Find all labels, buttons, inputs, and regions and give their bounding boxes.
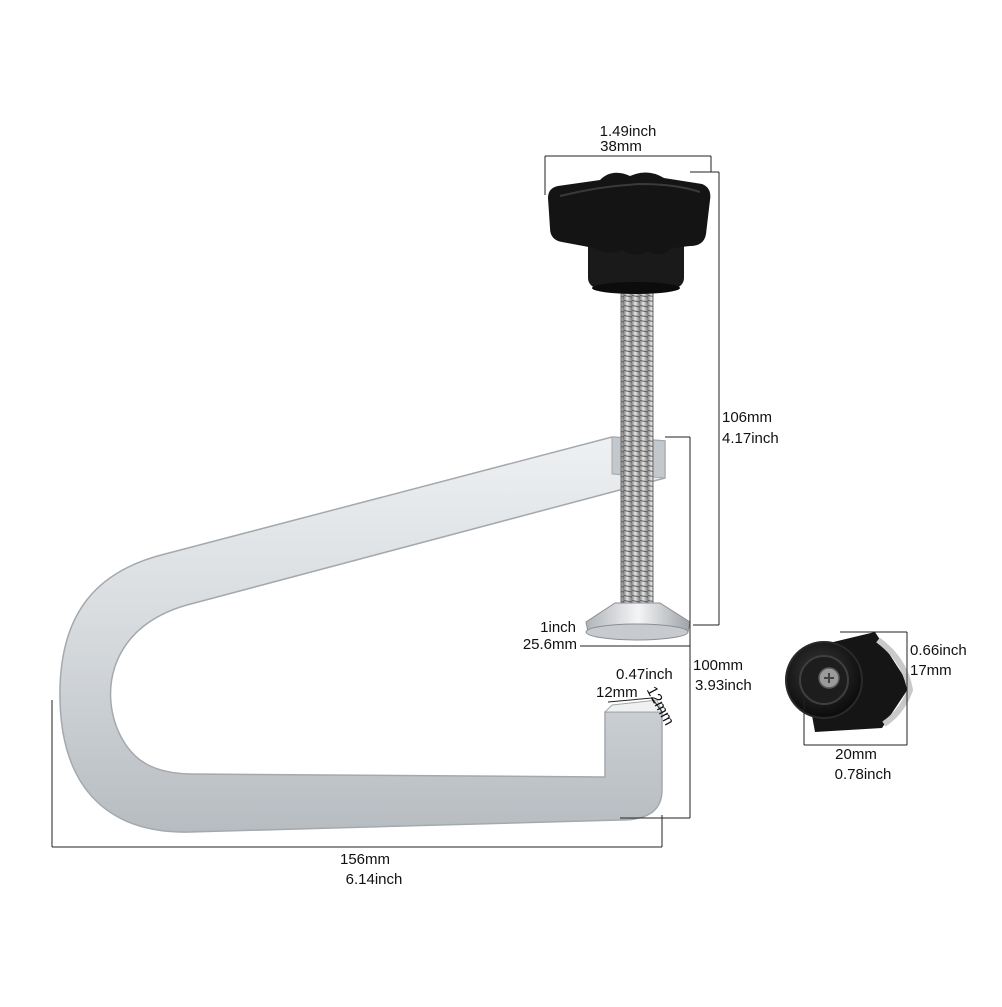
pad-diameter-mm-label: 25.6mm bbox=[522, 636, 577, 653]
stop-width-mm-label: 20mm bbox=[835, 746, 877, 763]
tip-width-line bbox=[607, 697, 653, 703]
star-knob-icon bbox=[548, 172, 711, 294]
total-length-mm-label: 156mm bbox=[339, 851, 391, 868]
stop-height-mm-label: 17mm bbox=[910, 662, 952, 679]
clamp-opening-mm-label: 100mm bbox=[693, 657, 744, 674]
knob-width-inch-label: 1.49inch bbox=[599, 123, 657, 140]
stop-height-inch-label: 0.66inch bbox=[910, 642, 967, 659]
swivel-pad-icon bbox=[585, 602, 691, 641]
tip-height-line bbox=[651, 697, 663, 713]
threaded-screw-icon bbox=[620, 284, 654, 611]
total-length-inch-label: 6.14inch bbox=[345, 871, 403, 888]
dimension-lines bbox=[51, 155, 908, 848]
pad-diameter-inch-label: 1inch bbox=[540, 619, 576, 636]
screw-height-mm-label: 106mm bbox=[722, 409, 773, 426]
stop-width-inch-label: 0.78inch bbox=[834, 766, 892, 783]
tip-size-inch-label: 0.47inch bbox=[616, 666, 673, 683]
screw-height-inch-label: 4.17inch bbox=[722, 430, 779, 447]
clamp-opening-inch-label: 3.93inch bbox=[695, 677, 752, 694]
rubber-stop-icon bbox=[785, 632, 914, 732]
knob-width-mm-label: 38mm bbox=[600, 138, 642, 155]
tip-width-mm-label: 12mm bbox=[596, 684, 638, 701]
